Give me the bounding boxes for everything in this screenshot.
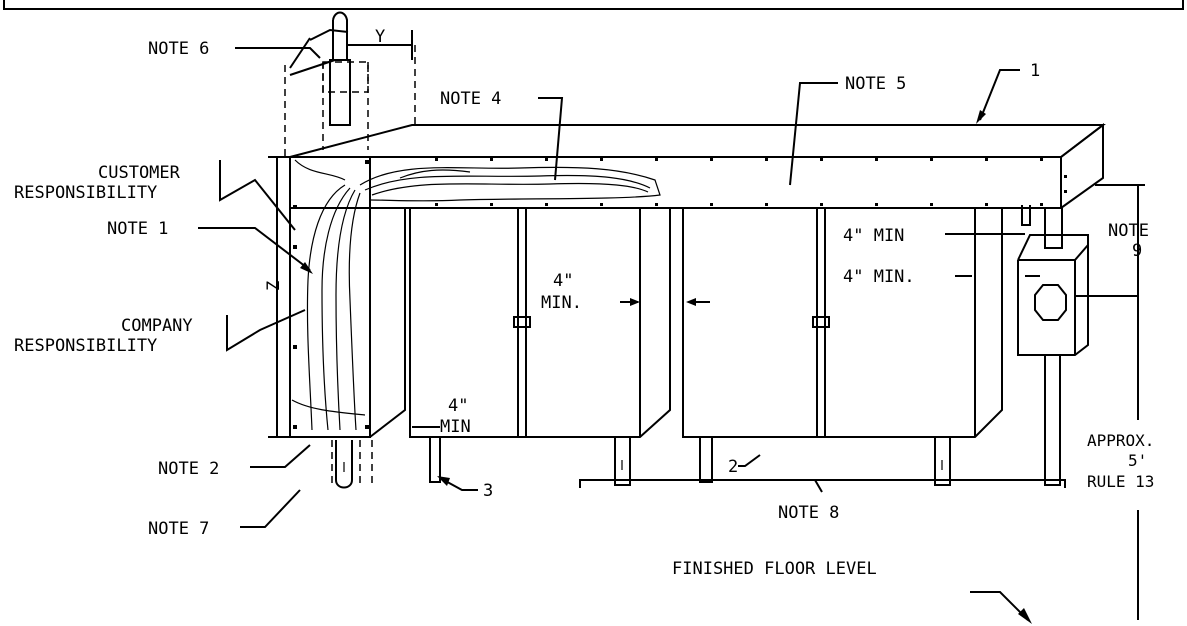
item1-label: 1	[1030, 61, 1040, 81]
disconnect-box	[1017, 205, 1089, 486]
vertical-enclosure	[289, 157, 406, 438]
note1-label: NOTE 1	[107, 219, 168, 239]
cable-bundle	[359, 166, 661, 202]
approx-line2: 5'	[1128, 451, 1147, 470]
company-label-2: RESPONSIBILITY	[14, 336, 157, 356]
bottom-conduit	[335, 440, 353, 489]
wireway-trough	[289, 122, 1106, 209]
note2-label: NOTE 2	[158, 459, 219, 479]
approx-line3: RULE 13	[1087, 472, 1154, 491]
y-label: Y	[375, 27, 385, 47]
floor-label: FINISHED FLOOR LEVEL	[672, 559, 877, 579]
min4-b-line1: 4"	[448, 396, 468, 416]
min4-b-line2: MIN	[440, 417, 471, 437]
customer-label-2: RESPONSIBILITY	[14, 183, 157, 203]
approx-line1: APPROX.	[1087, 431, 1154, 450]
company-label-1: COMPANY	[121, 316, 193, 336]
min4-a-line2: MIN.	[541, 293, 582, 313]
cabinet-2	[682, 208, 1003, 486]
note9-line2: 9	[1132, 241, 1142, 261]
z-label: Z	[264, 281, 284, 291]
min4-d-label: 4" MIN.	[843, 267, 915, 287]
cabinet-1	[409, 208, 671, 486]
min4-a-line1: 4"	[553, 271, 573, 291]
item2-label: 2	[728, 457, 738, 477]
note7-label: NOTE 7	[148, 519, 209, 539]
note9-line1: NOTE	[1108, 221, 1149, 241]
min4-c-label: 4" MIN	[843, 226, 904, 246]
top-conduit	[309, 11, 369, 126]
text-labels: NOTE 6 Y NOTE 4 NOTE 5 1 CUSTOMER RESPON…	[14, 27, 1154, 579]
item3-label: 3	[483, 481, 493, 501]
customer-label-1: CUSTOMER	[98, 163, 181, 183]
note6-label: NOTE 6	[148, 39, 209, 59]
note4-label: NOTE 4	[440, 89, 501, 109]
note8-label: NOTE 8	[778, 503, 839, 523]
leader-lines	[198, 30, 1145, 624]
frame-top-border	[3, 0, 1184, 10]
note5-label: NOTE 5	[845, 74, 906, 94]
